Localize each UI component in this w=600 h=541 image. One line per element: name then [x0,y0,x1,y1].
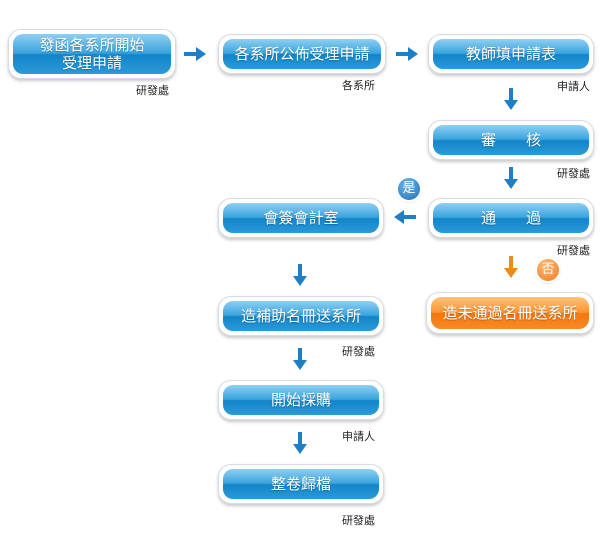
node-send-notice-label: 發函各系所開始 受理申請 [13,34,171,74]
arrow-left-1 [394,210,416,224]
responsible-teacher-apply: 申請人 [557,80,590,93]
node-pass: 通 過 [428,198,594,238]
node-dept-announce-label: 各系所公佈受理申請 [223,39,381,69]
node-dept-announce: 各系所公佈受理申請 [218,34,386,74]
responsible-send-notice: 研發處 [136,84,169,97]
node-accounting: 會簽會計室 [218,198,384,238]
node-reject-list: 造未通過名冊送系所 [426,292,594,334]
arrow-right-1 [184,47,206,61]
responsible-dept-announce: 各系所 [342,79,375,92]
node-archive: 整卷歸檔 [218,464,384,504]
node-send-list-label: 造補助名冊送系所 [223,301,379,331]
node-archive-label: 整卷歸檔 [223,469,379,499]
arrow-down-3 [293,264,307,286]
arrow-down-reject [504,256,518,278]
node-review-label: 審 核 [433,125,589,155]
node-start-purchase: 開始採購 [218,380,384,420]
responsible-start-purchase: 申請人 [342,430,375,443]
arrow-down-1 [504,88,518,110]
node-review: 審 核 [428,120,594,160]
no-badge: 否 [537,259,559,281]
arrow-down-2 [504,167,518,189]
responsible-archive: 研發處 [342,514,375,527]
arrow-right-2 [396,47,418,61]
node-start-purchase-label: 開始採購 [223,385,379,415]
node-accounting-label: 會簽會計室 [223,203,379,233]
node-pass-label: 通 過 [433,203,589,233]
node-send-list: 造補助名冊送系所 [218,296,384,336]
node-teacher-apply-label: 教師填申請表 [433,39,589,69]
arrow-down-4 [293,348,307,370]
responsible-review: 研發處 [557,167,590,180]
arrow-down-5 [293,432,307,454]
responsible-send-list: 研發處 [342,345,375,358]
responsible-pass: 研發處 [557,244,590,257]
node-teacher-apply: 教師填申請表 [428,34,594,74]
node-reject-list-label: 造未通過名冊送系所 [431,297,589,329]
yes-badge: 是 [398,178,420,200]
node-send-notice: 發函各系所開始 受理申請 [8,29,176,79]
